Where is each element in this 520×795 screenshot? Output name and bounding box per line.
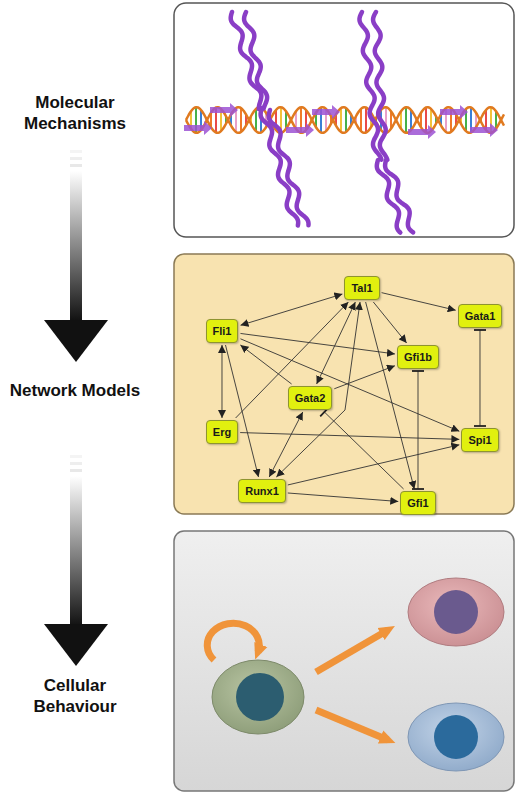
regulation-edge <box>240 333 394 353</box>
regulation-edge <box>288 445 460 485</box>
gene-node: Runx1 <box>238 479 286 503</box>
regulation-edge <box>221 345 222 418</box>
regulation-edge <box>269 412 303 477</box>
regulation-edge <box>288 493 398 501</box>
gene-node: Tal1 <box>344 276 379 300</box>
gene-node: Fli1 <box>206 319 239 343</box>
stage-label: Network Models <box>5 380 145 401</box>
gene-node: Spi1 <box>461 428 498 452</box>
gene-name: Runx1 <box>245 485 279 497</box>
cell-panel <box>174 531 514 791</box>
regulation-edge <box>324 412 403 489</box>
gene-node: Erg <box>206 420 238 444</box>
gene-name: Gfi1 <box>407 497 428 509</box>
regulation-edge <box>479 330 480 426</box>
flow-arrow <box>44 150 108 362</box>
gene-name: Tal1 <box>351 282 372 294</box>
stage-label: Cellular Behaviour <box>5 675 145 718</box>
gene-node: Gata1 <box>458 304 503 328</box>
regulation-edge <box>240 294 342 325</box>
network-panel <box>174 254 514 514</box>
gene-name: Gata2 <box>295 392 326 404</box>
regulation-edge <box>334 366 395 389</box>
regulation-edge <box>373 302 406 343</box>
protein-dna-structure <box>184 12 504 233</box>
gene-name: Spi1 <box>468 434 491 446</box>
regulation-edge <box>236 302 349 418</box>
regulation-edge <box>240 433 459 440</box>
gene-name: Erg <box>213 426 231 438</box>
gene-node: Gfi1b <box>397 345 439 369</box>
gene-name: Gata1 <box>465 310 496 322</box>
flow-arrow <box>44 455 108 666</box>
regulation-edge <box>276 302 360 477</box>
molecule-panel <box>174 3 514 237</box>
regulation-edge <box>418 371 419 489</box>
regulation-edge <box>240 339 459 431</box>
gene-node: Gfi1 <box>400 491 435 515</box>
gene-node: Gata2 <box>288 386 333 410</box>
gene-name: Gfi1b <box>404 351 432 363</box>
regulation-edge <box>382 293 456 311</box>
regulation-edge <box>240 345 291 384</box>
gene-name: Fli1 <box>213 325 232 337</box>
cell-illustration <box>207 578 504 771</box>
stage-label: Molecular Mechanisms <box>5 92 145 135</box>
